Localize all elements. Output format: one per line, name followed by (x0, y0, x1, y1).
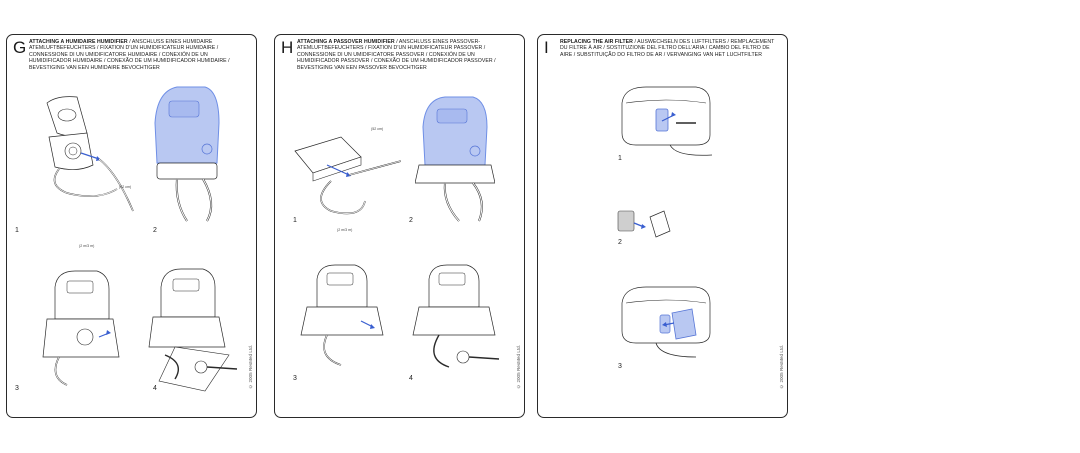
illustration-step-3 (616, 283, 716, 363)
panel-humidaire: G ATTACHING A HUMIDAIRE HUMIDIFIER / ANS… (6, 34, 257, 418)
illustration-step-3 (297, 261, 387, 371)
step-number: 1 (618, 155, 622, 162)
step-number: 2 (153, 227, 157, 234)
illustration-step-1 (291, 131, 401, 221)
dimension-label: (2 m/3 m) (337, 228, 353, 232)
step-number: 4 (153, 385, 157, 392)
heading-bold: REPLACING THE AIR FILTER (560, 39, 633, 45)
illustration-step-4 (409, 259, 509, 379)
panel-passover: H ATTACHING A PASSOVER HUMIDIFIER / ANSC… (274, 34, 525, 418)
heading-rest: / ANSCHLUSS EINES HUMIDAIRE ATEMLUFTBEFE… (29, 39, 230, 71)
dimension-label: (52 cm) (371, 127, 384, 131)
dimension-label: (52 cm) (119, 185, 132, 189)
panel-air-filter: I REPLACING THE AIR FILTER / AUSWECHSELN… (537, 34, 788, 418)
illustration-step-3 (39, 267, 129, 387)
section-letter: H (281, 38, 294, 57)
section-letter: I (544, 38, 549, 57)
illustration-step-2 (147, 83, 227, 223)
copyright-notice: © 2005 ResMed Ltd. (516, 345, 521, 389)
illustration-step-2 (415, 93, 495, 223)
heading-bold: ATTACHING A HUMIDAIRE HUMIDIFIER (29, 39, 128, 45)
dimension-label: (2 m/3 m) (79, 244, 95, 248)
illustration-step-4 (145, 263, 245, 393)
step-number: 3 (618, 363, 622, 370)
heading-rest: / AUSWECHSELN DES LUFTFILTERS / REMPLACE… (560, 39, 775, 58)
section-letter: G (13, 38, 27, 57)
illustration-step-1 (37, 93, 137, 213)
step-number: 3 (15, 385, 19, 392)
step-number: 2 (618, 239, 622, 246)
section-heading: ATTACHING A PASSOVER HUMIDIFIER / ANSCHL… (297, 39, 518, 71)
illustration-step-2 (616, 207, 676, 247)
illustration-step-1 (616, 83, 716, 163)
copyright-notice: © 2005 ResMed Ltd. (248, 345, 253, 389)
section-heading: ATTACHING A HUMIDAIRE HUMIDIFIER / ANSCH… (29, 39, 250, 71)
step-number: 3 (293, 375, 297, 382)
step-number: 1 (293, 217, 297, 224)
section-heading: REPLACING THE AIR FILTER / AUSWECHSELN D… (560, 39, 781, 58)
step-number: 4 (409, 375, 413, 382)
step-number: 2 (409, 217, 413, 224)
heading-rest: / ANSCHLUSS EINES PASSOVER-ATEMLUFTBEFEU… (297, 39, 496, 71)
step-number: 1 (15, 227, 19, 234)
copyright-notice: © 2005 ResMed Ltd. (779, 345, 784, 389)
heading-bold: ATTACHING A PASSOVER HUMIDIFIER (297, 39, 395, 45)
